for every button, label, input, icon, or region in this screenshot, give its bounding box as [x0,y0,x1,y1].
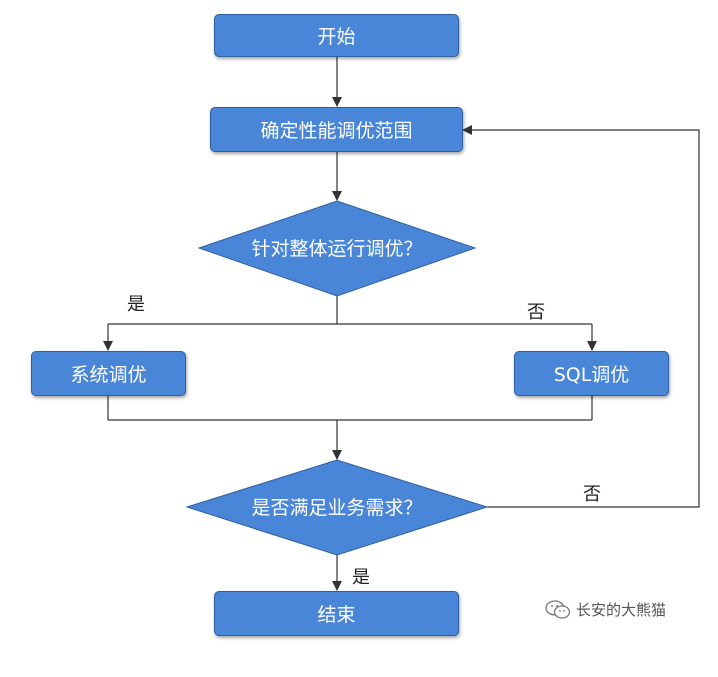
define-scope-label: 确定性能调优范围 [260,120,413,142]
end-label: 结束 [317,604,356,626]
decision-meets-label: 是否满足业务需求？ [251,497,422,519]
wechat-icon [545,599,571,619]
no-right-label: 否 [527,302,545,323]
no-loop-label: 否 [583,484,601,505]
start-node: 开始 [214,14,459,57]
decision-overall-label: 针对整体运行调优？ [251,238,422,260]
end-node: 结束 [214,591,459,636]
system-tuning-label: 系统调优 [70,364,147,386]
yes-down-label: 是 [352,567,370,588]
sql-tuning-label: SQL调优 [553,364,630,386]
watermark-text: 长安的大熊猫 [576,601,667,619]
sql-tuning-node: SQL调优 [514,351,669,396]
edge-loop-back [462,125,700,508]
system-tuning-node: 系统调优 [31,351,186,396]
watermark: 长安的大熊猫 [545,599,666,620]
decision-meets-diamond: 是否满足业务需求？ [185,459,489,556]
yes-left-label: 是 [127,294,145,315]
decision-overall-diamond: 针对整体运行调优？ [197,200,477,297]
define-scope-node: 确定性能调优范围 [210,107,463,152]
start-label: 开始 [317,26,356,48]
